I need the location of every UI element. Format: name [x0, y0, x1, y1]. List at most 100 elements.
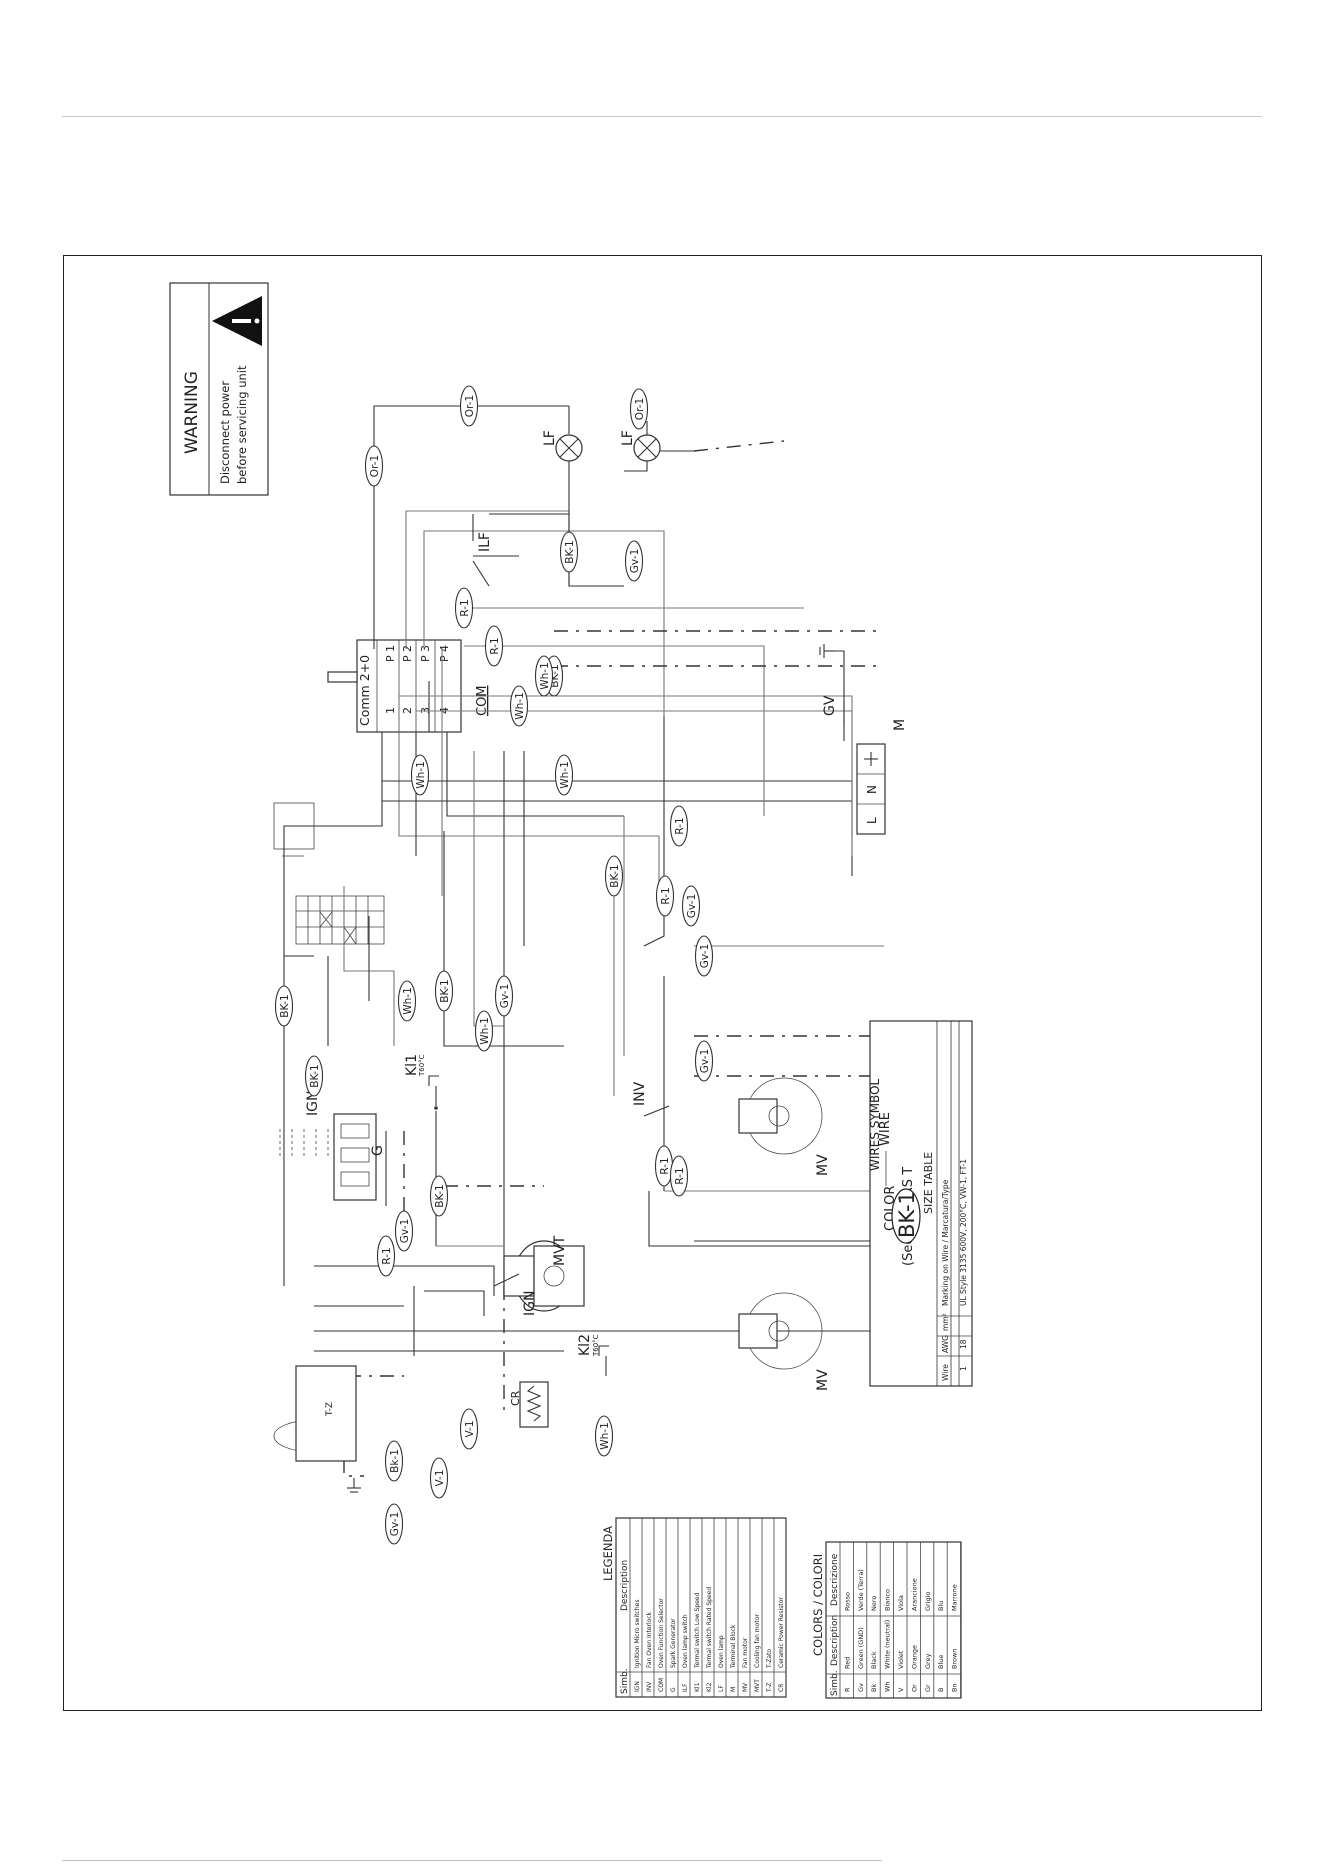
legend-symbol: ILF — [682, 1683, 689, 1692]
terminal-n: N — [865, 785, 879, 794]
wire-tag-gv1-tz: Gv-1 — [384, 1503, 404, 1545]
wire-tag-or1-lamp: Or-1 — [629, 388, 649, 430]
wire-tag-text: R-1 — [660, 887, 672, 904]
wire-tag-gv1-e: Gv-1 — [494, 975, 514, 1017]
legend-symbol: G — [670, 1687, 677, 1692]
warning-triangle-icon — [212, 296, 262, 346]
fan-motor-mv-2: MV — [738, 1292, 831, 1391]
cooling-fan-mvt: MVT — [503, 1235, 585, 1312]
color-descrizione: Marrone — [951, 1584, 959, 1611]
kl2-label: Kl2 — [577, 1334, 593, 1356]
wire-tag-text: BK-1 — [564, 540, 576, 563]
ground-icon — [864, 752, 878, 766]
selector-pin-l-2: 2 — [401, 645, 414, 652]
wire-tag-text: BK-1 — [439, 979, 451, 1002]
wire-tag-bk1-tz: Bk-1 — [384, 1440, 404, 1482]
color-symbol: R — [843, 1687, 851, 1692]
mv2-label: MV — [815, 1369, 831, 1391]
oven-lamp-1: LF — [542, 430, 583, 462]
wire-tag-text: R-1 — [674, 817, 686, 834]
legend-description: Ignition Micro switches — [634, 1600, 641, 1668]
wire-tag-or1-left: Or-1 — [364, 445, 384, 487]
wire-tag-wh1-g: Wh-1 — [397, 980, 417, 1022]
cr-label: CR — [509, 1390, 522, 1406]
ground-icon-bottom — [347, 1478, 361, 1493]
legend-symbol: INV — [646, 1681, 653, 1692]
wire-tag-r1-c: R-1 — [655, 875, 675, 917]
wire-tag-wh1-sel: Wh-1 — [410, 754, 430, 796]
selector-pin-l-4: 4 — [438, 645, 451, 652]
colors-title: COLORS / COLORI — [811, 1554, 825, 1656]
color-symbol: Wh — [884, 1681, 892, 1692]
wiring-diagram: WARNING Disconnect power before servicin… — [169, 282, 973, 1699]
selector-function-grid — [273, 802, 385, 945]
wire-tag-text: Or-1 — [369, 455, 381, 477]
color-symbol: Or — [910, 1684, 918, 1692]
size-h-mm2: mm² — [941, 1313, 950, 1331]
wire-tag-bk1-mvt: BK-1 — [429, 1175, 449, 1217]
color-description: Black — [870, 1651, 878, 1669]
legend-description: Ceramic Power Resistor — [778, 1597, 785, 1668]
color-description: Violet — [897, 1650, 905, 1669]
legend-symbol: MVT — [754, 1679, 761, 1692]
wire-tag-text: Wh-1 — [539, 662, 551, 690]
selector-pin-r-1: 1 — [384, 707, 397, 714]
wire-tag-text: Gv-1 — [389, 1512, 401, 1537]
wire-tag-bk1-right: BK-1 — [604, 855, 624, 897]
colors-h-descrizione: Descrizione — [830, 1553, 840, 1606]
warning-box: WARNING Disconnect power before servicin… — [169, 282, 269, 496]
wire-tag-text: Bk-1 — [389, 1449, 401, 1473]
color-description: Blue — [937, 1655, 945, 1669]
size-r-wire: 1 — [959, 1366, 968, 1371]
legend-description: Termal switch Rated Speed — [706, 1587, 713, 1669]
warning-text-1: Disconnect power — [218, 381, 232, 484]
wiring-diagram-frame: WARNING Disconnect power before servicin… — [63, 255, 1262, 1711]
wire-network — [283, 405, 884, 1477]
color-description: Orange — [910, 1645, 918, 1669]
t-zato-module: T-Z — [273, 1365, 357, 1462]
wires-symbol-wire: WIRE — [878, 1112, 893, 1146]
wire-tag-text: Gv-1 — [399, 1219, 411, 1244]
wire-tag-v1-a: V-1 — [459, 1408, 479, 1450]
selector-pin-l-p4: P — [438, 655, 451, 662]
gv-label: GV — [822, 695, 838, 716]
ign-switch-bottom: IGN — [493, 1273, 538, 1316]
color-description: White (neutral) — [884, 1620, 892, 1669]
wire-tag-or1-top: Or-1 — [459, 385, 479, 427]
size-h-marking: Marking on Wire / Marcatura/Type — [941, 1179, 950, 1306]
legend-description: Oven Function Selector — [658, 1598, 665, 1668]
color-description: Grey — [924, 1653, 932, 1669]
color-descrizione: Arancione — [910, 1578, 918, 1611]
colors-table: COLORS / COLORI Simb. Description Descri… — [811, 1541, 962, 1699]
legend-description: Spark Generator — [670, 1618, 677, 1668]
colors-h-simb: Simb. — [830, 1670, 840, 1696]
wire-tag-bk1-kl1: BK-1 — [434, 970, 454, 1012]
wires-symbol-code: BK-1 — [891, 1188, 921, 1244]
wire-tag-gv1-a: Gv-1 — [681, 885, 701, 927]
function-selector-com: Comm 2+0 COM 1 P 2 P 3 P 4 P 1 2 3 4 — [327, 639, 490, 733]
legend-description: T-Zato — [766, 1649, 773, 1669]
wire-tag-bk1-lamp: BK-1 — [559, 531, 579, 573]
color-symbol: Gv — [857, 1683, 865, 1692]
wire-tag-text: BK-1 — [609, 864, 621, 887]
g-label: G — [370, 1145, 386, 1156]
kl2-temp: T60°C — [592, 1334, 600, 1357]
wire-tag-text: Gv-1 — [699, 1049, 711, 1074]
legend-symbol: IGN — [634, 1681, 641, 1692]
selector-pin-l-p1: P — [384, 655, 397, 662]
ceramic-power-resistor: CR — [509, 1381, 549, 1428]
wire-tag-text: BK-1 — [434, 1184, 446, 1207]
legend-description: Oven lamp switch — [682, 1614, 689, 1668]
color-descrizione: Bianco — [884, 1589, 892, 1611]
lf2-label: LF — [620, 430, 636, 446]
size-h-wire: Wire — [941, 1364, 950, 1381]
wire-tag-text: R-1 — [381, 1247, 393, 1264]
wire-tag-text: Wh-1 — [559, 761, 571, 789]
legend-h-desc: Description — [620, 1560, 630, 1611]
wire-tag-r1-a: R-1 — [454, 587, 474, 629]
color-descrizione: Grigio — [924, 1592, 932, 1611]
fan-motor-mv-1: MV — [738, 1077, 831, 1176]
ign-label: IGN — [305, 1091, 321, 1116]
